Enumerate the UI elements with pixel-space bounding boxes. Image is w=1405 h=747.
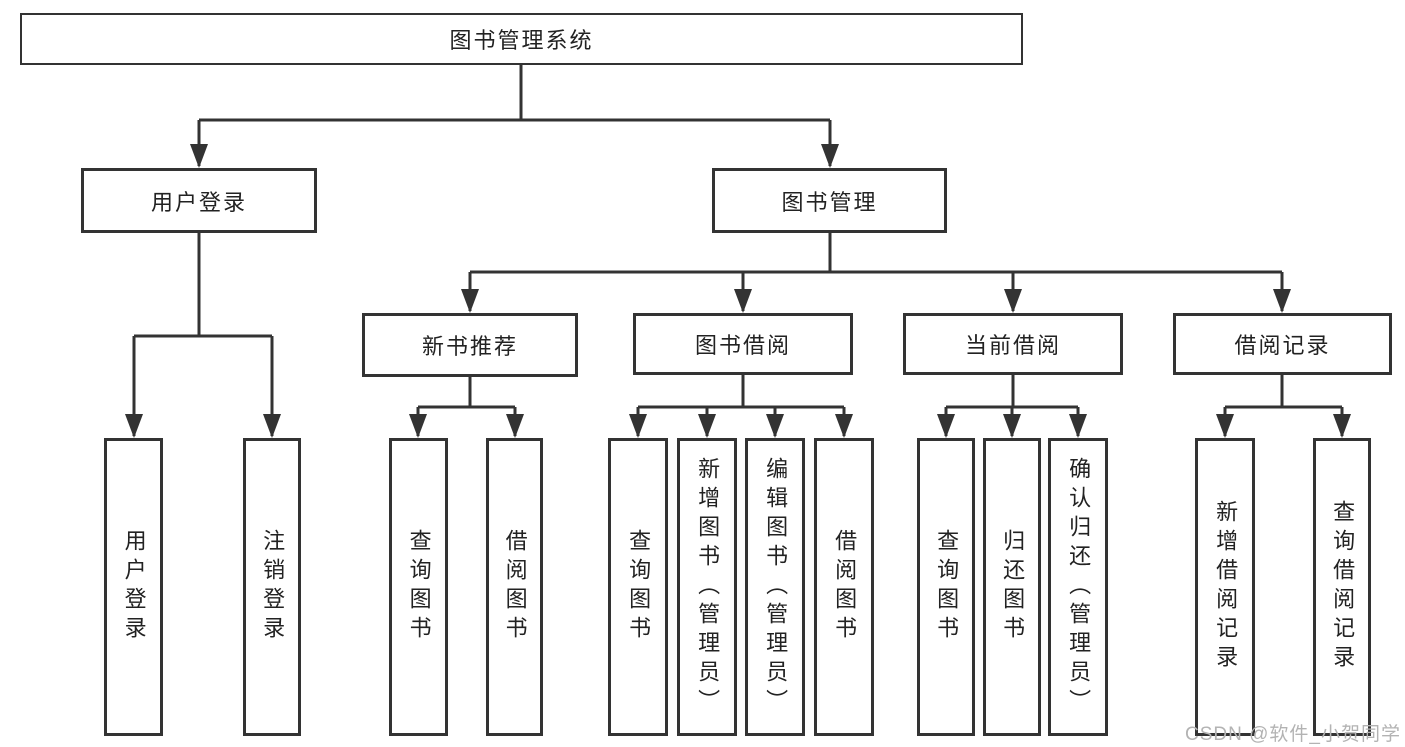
leaf-current-query-books: 查询图书 — [917, 438, 975, 736]
leaf-user-login: 用户登录 — [104, 438, 163, 736]
node-borrow-records: 借阅记录 — [1173, 313, 1392, 375]
leaf-current-confirm-return-admin: 确认归还（管理员） — [1048, 438, 1108, 736]
leaf-logout: 注销登录 — [243, 438, 301, 736]
node-user-login: 用户登录 — [81, 168, 317, 233]
node-book-management: 图书管理 — [712, 168, 947, 233]
leaf-user-login-label: 用户登录 — [121, 529, 147, 645]
leaf-current-confirm-return-admin-label: 确认归还（管理员） — [1066, 456, 1092, 718]
node-current-borrowing: 当前借阅 — [903, 313, 1123, 375]
leaf-records-add-record-label: 新增借阅记录 — [1213, 500, 1239, 674]
leaf-borrowing-add-books-admin: 新增图书（管理员） — [677, 438, 737, 736]
leaf-newbook-query-books-label: 查询图书 — [406, 529, 432, 645]
leaf-borrowing-borrow-books: 借阅图书 — [814, 438, 874, 736]
csdn-watermark: CSDN @软件_小贺同学 — [1185, 724, 1401, 745]
leaf-borrowing-query-books: 查询图书 — [608, 438, 668, 736]
leaf-newbook-borrow-books-label: 借阅图书 — [502, 529, 528, 645]
node-library-system: 图书管理系统 — [20, 13, 1023, 65]
leaf-records-add-record: 新增借阅记录 — [1195, 438, 1255, 736]
leaf-borrowing-borrow-books-label: 借阅图书 — [832, 529, 858, 645]
leaf-borrowing-edit-books-admin-label: 编辑图书（管理员） — [763, 456, 789, 718]
leaf-borrowing-query-books-label: 查询图书 — [626, 529, 652, 645]
leaf-borrowing-edit-books-admin: 编辑图书（管理员） — [745, 438, 805, 736]
leaf-logout-label: 注销登录 — [260, 529, 286, 645]
leaf-records-query-record: 查询借阅记录 — [1313, 438, 1371, 736]
leaf-current-return-books: 归还图书 — [983, 438, 1041, 736]
leaf-newbook-borrow-books: 借阅图书 — [486, 438, 543, 736]
node-book-borrowing: 图书借阅 — [633, 313, 853, 375]
node-new-book-recommend: 新书推荐 — [362, 313, 578, 377]
leaf-current-return-books-label: 归还图书 — [1000, 529, 1026, 645]
leaf-newbook-query-books: 查询图书 — [389, 438, 448, 736]
leaf-records-query-record-label: 查询借阅记录 — [1330, 500, 1356, 674]
leaf-borrowing-add-books-admin-label: 新增图书（管理员） — [695, 456, 721, 718]
leaf-current-query-books-label: 查询图书 — [934, 529, 960, 645]
